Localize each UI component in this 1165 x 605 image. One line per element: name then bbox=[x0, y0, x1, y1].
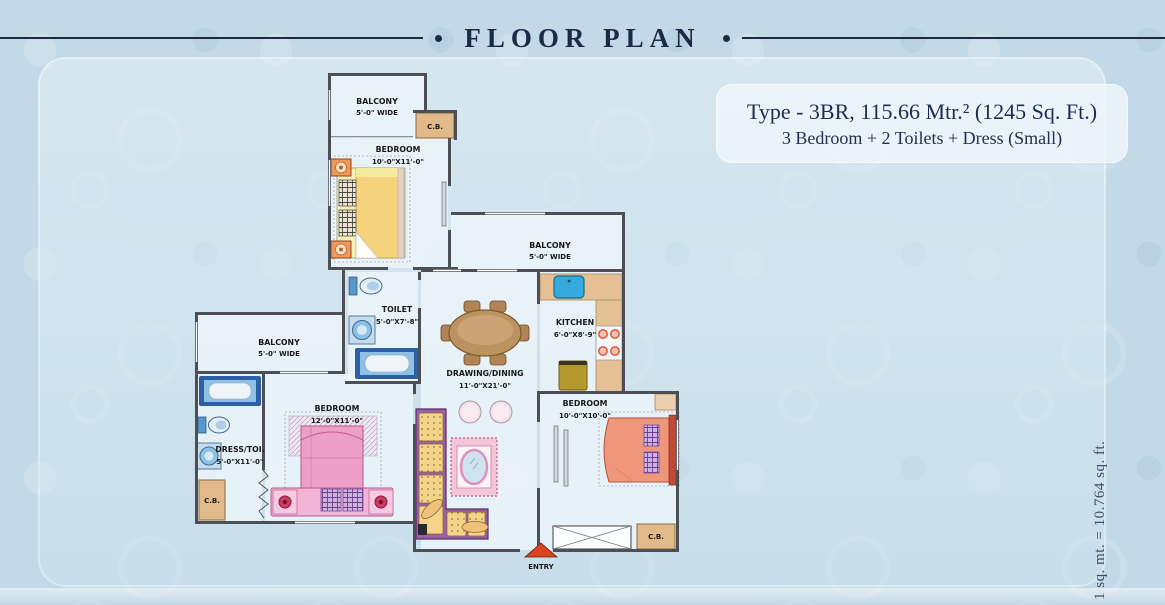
unit-conversion-note: 1 sq. mt. = 10.764 sq. ft. bbox=[1092, 440, 1108, 600]
title-rule-left bbox=[0, 37, 424, 39]
cupboard-top bbox=[415, 112, 455, 139]
sofa bbox=[415, 408, 489, 540]
room-balcony-left bbox=[198, 315, 342, 372]
bottom-right-storage bbox=[552, 523, 676, 550]
spec-type-line: Type - 3BR, 115.66 Mtr.² (1245 Sq. Ft.) bbox=[746, 98, 1098, 124]
bed-right-bedroom bbox=[598, 393, 680, 487]
pillow bbox=[342, 488, 364, 512]
title-rule-right bbox=[741, 37, 1165, 39]
sofa-bolster bbox=[421, 498, 443, 520]
pillow bbox=[338, 179, 357, 207]
mirror bbox=[459, 448, 489, 486]
sliding-panel bbox=[563, 429, 569, 487]
page-title: FLOOR PLAN bbox=[464, 22, 701, 53]
label-bedroom-left: BEDROOM bbox=[315, 404, 360, 413]
svg-text:5'-0" WIDE: 5'-0" WIDE bbox=[356, 109, 398, 117]
svg-text:5'-0"X11'-0": 5'-0"X11'-0" bbox=[216, 458, 263, 466]
footer-strip bbox=[0, 588, 1165, 605]
refrigerator bbox=[558, 360, 588, 391]
label-balcony-left: BALCONY bbox=[258, 338, 300, 347]
svg-text:5'-0" WIDE: 5'-0" WIDE bbox=[258, 350, 300, 358]
svg-text:5'-0"X7'-8": 5'-0"X7'-8" bbox=[376, 318, 418, 326]
pillow bbox=[643, 451, 660, 474]
kitchen-sink bbox=[553, 275, 585, 299]
headboard bbox=[668, 414, 677, 486]
sofa-bolster bbox=[461, 521, 489, 533]
label-drawing-dining: DRAWING/DINING bbox=[446, 369, 523, 378]
wc-tank bbox=[348, 276, 358, 296]
dresser bbox=[654, 393, 677, 411]
kitchen-fixtures bbox=[539, 273, 623, 393]
label-balcony-top: BALCONY bbox=[356, 97, 398, 106]
zigzag-opening bbox=[258, 469, 269, 519]
windows bbox=[195, 90, 679, 524]
floor-plan-title-bar: FLOOR PLAN bbox=[0, 22, 1165, 54]
label-bedroom-top: BEDROOM bbox=[376, 145, 421, 154]
doors bbox=[258, 181, 569, 519]
spec-box: Type - 3BR, 115.66 Mtr.² (1245 Sq. Ft.) … bbox=[716, 84, 1128, 163]
door-leaf bbox=[441, 181, 447, 227]
svg-text:6'-0"X8'-9": 6'-0"X8'-9" bbox=[554, 331, 596, 339]
pillow bbox=[320, 488, 342, 512]
toilet-fixtures bbox=[348, 276, 419, 379]
svg-text:10'-0"X11'-0": 10'-0"X11'-0" bbox=[372, 158, 424, 166]
entry-arrow-icon bbox=[523, 542, 559, 558]
floor-plan: BALCONY 5'-0" WIDE C.B. BEDROOM 10'-0"X1… bbox=[195, 73, 680, 571]
pillow bbox=[338, 209, 357, 237]
svg-text:12'-0"X11'-0": 12'-0"X11'-0" bbox=[311, 417, 363, 425]
bed-left-bedroom bbox=[270, 411, 394, 517]
title-dot-right bbox=[722, 34, 730, 42]
sofa-end-table bbox=[418, 524, 427, 535]
spec-config-line: 3 Bedroom + 2 Toilets + Dress (Small) bbox=[781, 127, 1063, 148]
wc-tank bbox=[197, 416, 207, 434]
label-cb-left: C.B. bbox=[204, 497, 220, 505]
label-cb-right: C.B. bbox=[648, 533, 664, 541]
label-entry: ENTRY bbox=[528, 563, 554, 571]
poufs bbox=[458, 400, 513, 424]
cupboard-right bbox=[636, 523, 676, 550]
label-kitchen: KITCHEN bbox=[556, 318, 594, 327]
label-balcony-mid: BALCONY bbox=[529, 241, 571, 250]
label-dress-toi: DRESS/TOI. bbox=[215, 445, 264, 454]
sliding-panel bbox=[553, 425, 559, 483]
title-dot-left bbox=[435, 34, 443, 42]
room-balcony-top bbox=[331, 76, 424, 138]
svg-text:5'-0" WIDE: 5'-0" WIDE bbox=[529, 253, 571, 261]
label-bedroom-right: BEDROOM bbox=[563, 399, 608, 408]
dress-toi-fixtures bbox=[196, 376, 261, 521]
entry-marker bbox=[523, 542, 559, 558]
room-balcony-mid bbox=[451, 215, 622, 270]
pillow bbox=[643, 424, 660, 447]
center-rug bbox=[450, 437, 498, 497]
svg-text:10'-0"X10'-0": 10'-0"X10'-0" bbox=[559, 412, 611, 420]
bed-top-bedroom bbox=[330, 155, 411, 263]
label-toilet: TOILET bbox=[382, 305, 413, 314]
cupboard-left bbox=[198, 479, 226, 521]
labels: BALCONY 5'-0" WIDE C.B. BEDROOM 10'-0"X1… bbox=[204, 97, 664, 571]
svg-text:11'-0"X21'-0": 11'-0"X21'-0" bbox=[459, 382, 511, 390]
dining-table bbox=[440, 300, 530, 366]
label-cb-top: C.B. bbox=[427, 123, 443, 131]
